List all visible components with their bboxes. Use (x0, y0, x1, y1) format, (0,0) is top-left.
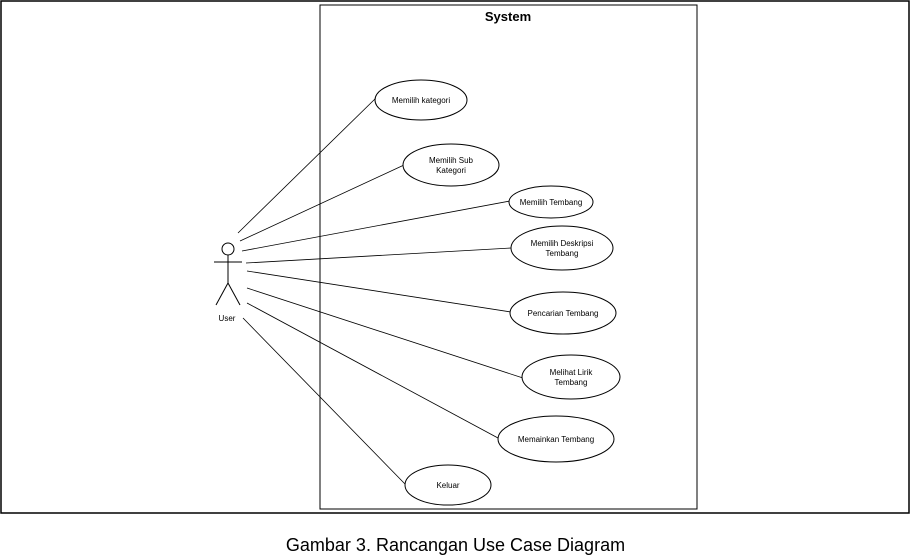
association-line-uc5 (246, 270, 512, 313)
use-case-ellipse (374, 79, 468, 121)
association-lines (237, 96, 524, 485)
use-case-ellipse (509, 291, 617, 335)
actor-user: User (214, 242, 242, 323)
use-case-label: Pencarian Tembang (527, 309, 598, 318)
use-case-uc3: Memilih Tembang (508, 185, 594, 219)
actor-left-leg (215, 282, 229, 306)
use-case-ellipse (402, 143, 500, 187)
use-case-ellipse (404, 464, 492, 506)
figure-caption: Gambar 3. Rancangan Use Case Diagram (285, 535, 626, 555)
use-case-ellipse (521, 354, 621, 400)
association-line-uc8 (242, 317, 406, 485)
use-case-label: Tembang (555, 378, 588, 387)
system-boundary (319, 4, 698, 510)
use-case-ellipse (510, 225, 614, 271)
use-case-label: Tembang (546, 249, 579, 258)
use-case-uc5: Pencarian Tembang (509, 291, 617, 335)
use-case-label: Memilih Deskripsi (531, 239, 594, 248)
association-line-uc1 (237, 96, 378, 234)
use-case-label: Memilih Sub (429, 156, 474, 165)
use-case-label: Memilih Tembang (520, 198, 583, 207)
use-case-ellipse (508, 185, 594, 219)
actor-head (221, 242, 235, 256)
association-line-uc2 (239, 164, 405, 242)
use-case-ellipse (497, 415, 615, 463)
association-line-uc4 (245, 247, 512, 264)
system-title: System (485, 9, 531, 24)
use-case-label: Melihat Lirik (550, 368, 594, 377)
use-case-label: Memainkan Tembang (518, 435, 594, 444)
outer-frame (0, 0, 910, 514)
use-case-label: Memilih kategori (392, 96, 450, 105)
use-case-uc1: Memilih kategori (374, 79, 468, 121)
association-line-uc3 (241, 200, 511, 252)
use-case-label: Kategori (436, 166, 466, 175)
use-case-uc7: Memainkan Tembang (497, 415, 615, 463)
association-line-uc7 (246, 302, 499, 439)
use-case-uc8: Keluar (404, 464, 492, 506)
use-case-label: Keluar (436, 481, 459, 490)
actor-right-leg (227, 282, 241, 306)
association-line-uc6 (246, 287, 524, 379)
actor-label: User (219, 314, 236, 323)
